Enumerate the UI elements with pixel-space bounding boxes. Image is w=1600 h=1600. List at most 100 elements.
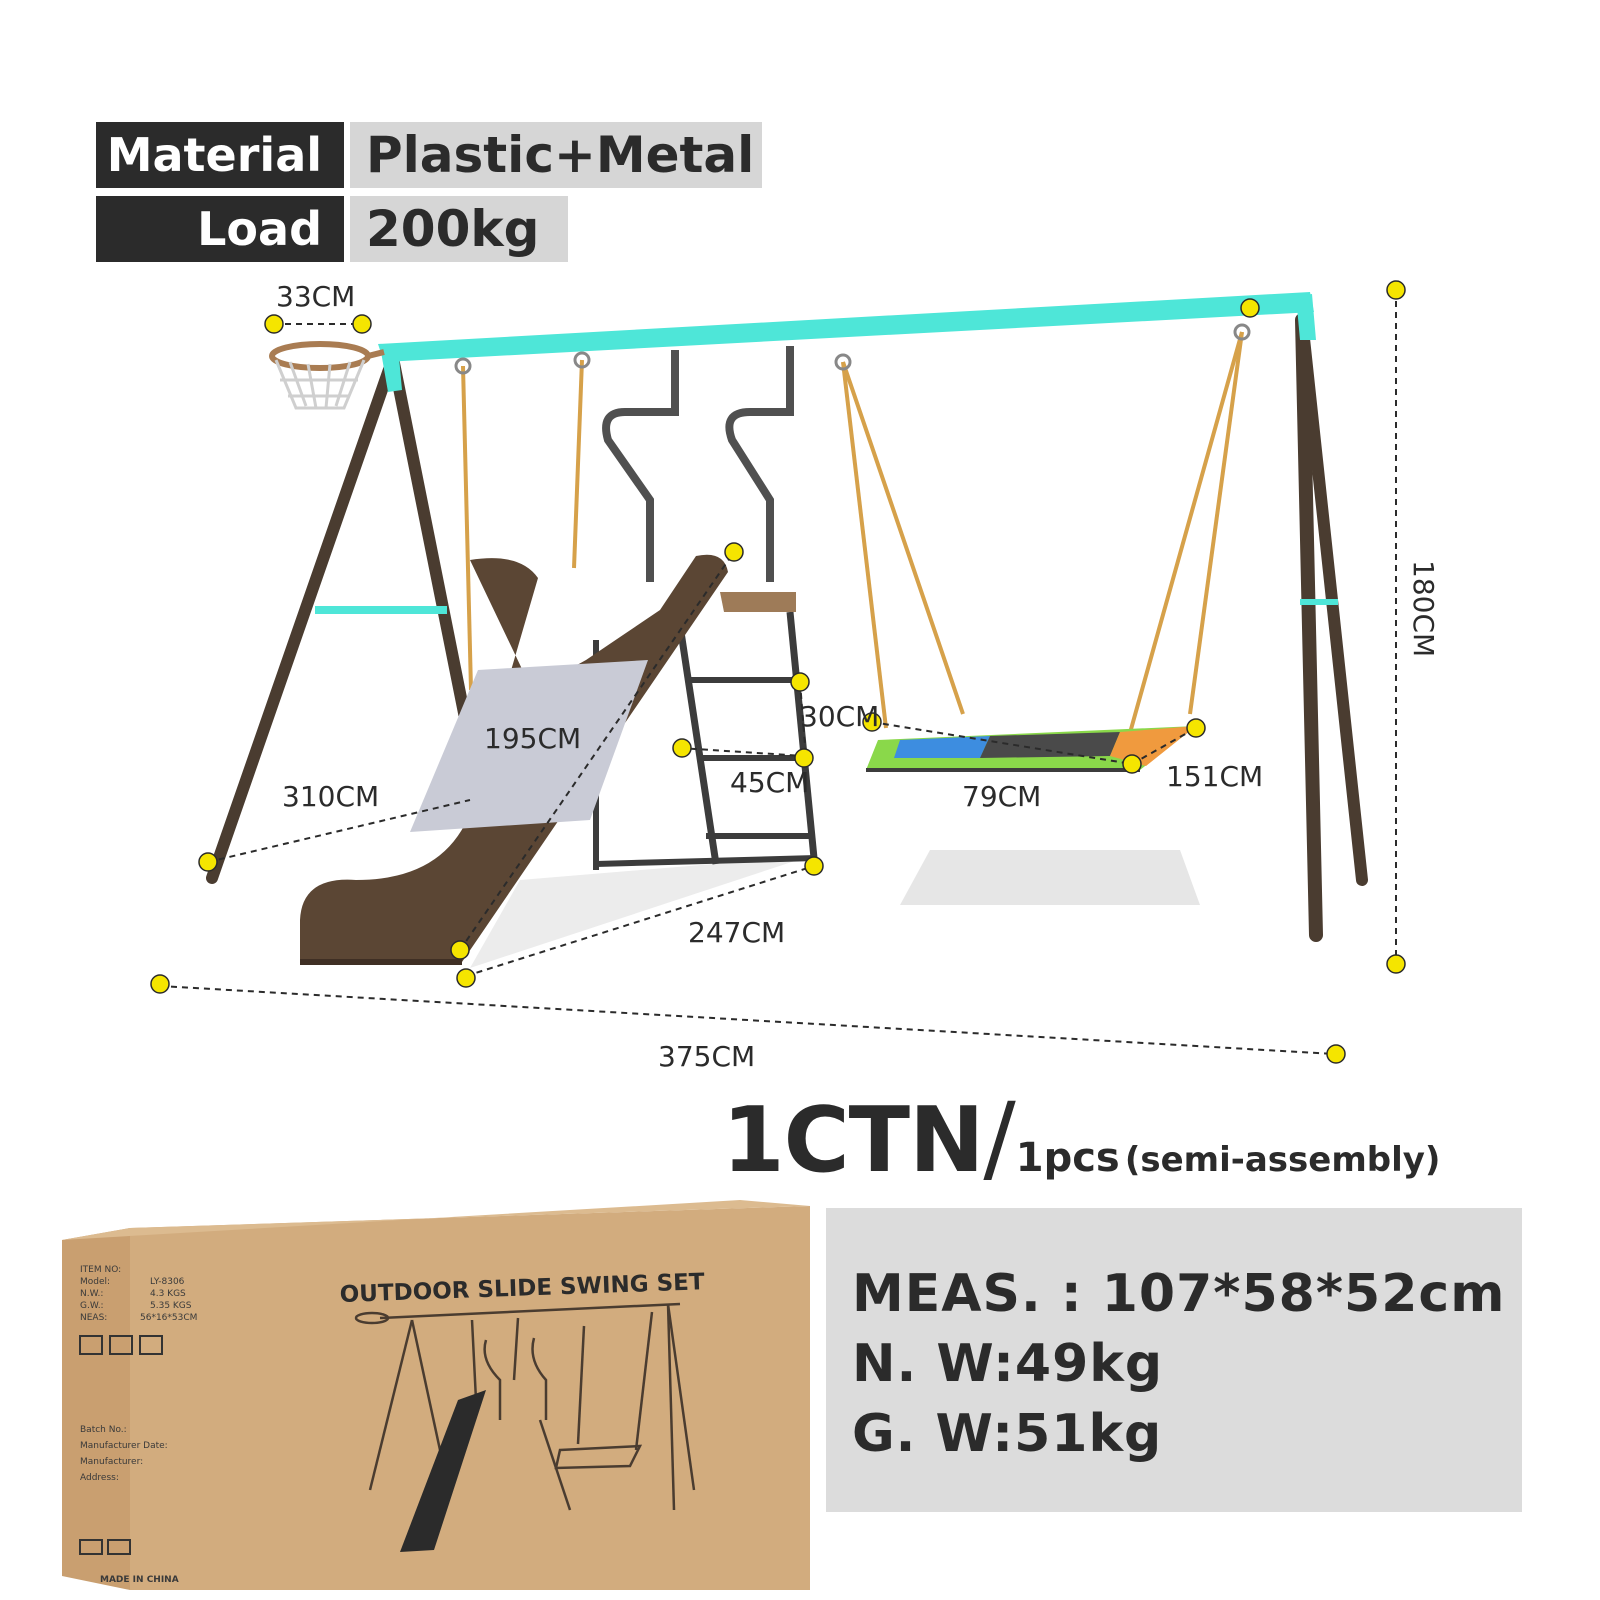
box-label-value: 56*16*53CM — [140, 1313, 197, 1323]
carton-slash: / — [983, 1082, 1016, 1194]
packing-meas: MEAS. : 107*58*52cm — [852, 1264, 1506, 1324]
load-label: Load — [96, 196, 344, 262]
swing-rope-right — [572, 359, 584, 569]
dim-height-label: 180CM — [1407, 560, 1440, 657]
slide-shadow — [470, 856, 810, 968]
packing-net-weight: N. W:49kg — [852, 1334, 1164, 1394]
dim-swing-length-label: 151CM — [1166, 760, 1263, 793]
marker — [672, 738, 692, 758]
box-label-line: Address: — [80, 1473, 119, 1483]
platform-rope-4 — [1188, 331, 1244, 715]
swing-set-diagram: 33CM 195CM 310CM 30CM 45CM 79CM 151CM 24… — [150, 280, 1440, 1073]
box-label-value: 5.35 KGS — [150, 1301, 192, 1311]
top-beam — [378, 292, 1314, 362]
dim-slide-base-line — [465, 865, 815, 977]
packing-panel — [826, 1208, 1522, 1512]
platform-hook-2 — [1233, 323, 1251, 341]
material-value: Plastic+Metal — [350, 122, 762, 188]
dim-slide-line — [459, 551, 735, 951]
box-fragile-icon — [139, 1335, 163, 1355]
dim-swing-length-line — [1131, 727, 1197, 765]
marker — [804, 856, 824, 876]
dimension-lines — [159, 290, 1397, 1055]
box-label-value: 4.3 KGS — [150, 1289, 186, 1299]
marker — [1386, 954, 1406, 974]
dim-hoop-label: 33CM — [276, 280, 355, 313]
dim-platform-line — [799, 681, 807, 759]
dim-depth-label: 310CM — [282, 780, 379, 813]
dim-slide-label: 195CM — [484, 722, 581, 755]
marker — [150, 974, 170, 994]
box-label-line: G.W.: — [80, 1301, 104, 1311]
left-leg-back — [387, 352, 471, 724]
box-ce-icon — [79, 1539, 103, 1555]
seat-blue — [894, 736, 990, 758]
marker — [198, 852, 218, 872]
packing-gross-weight: G. W:51kg — [852, 1404, 1163, 1464]
marker — [1326, 1044, 1346, 1064]
dim-swing-width-label: 79CM — [962, 780, 1041, 813]
dim-slide-base-label: 247CM — [688, 916, 785, 949]
load-value: 200kg — [350, 196, 568, 262]
dim-ladder-line — [679, 747, 805, 757]
dim-ladder-label: 45CM — [730, 766, 809, 799]
hoop-rim — [269, 341, 371, 371]
ladder-base — [595, 855, 817, 867]
carton-count: 1CTN — [722, 1088, 984, 1193]
marker — [1122, 754, 1142, 774]
box-ukca-icon — [107, 1539, 131, 1555]
box-label-line: ITEM NO: — [80, 1265, 121, 1275]
box-top-edge — [62, 1200, 810, 1240]
box-label-line: Manufacturer Date: — [80, 1441, 168, 1451]
box-label-line: Manufacturer: — [80, 1457, 143, 1467]
marker — [456, 968, 476, 988]
platform-hook-1 — [834, 353, 852, 371]
box-label-line: Batch No.: — [80, 1425, 127, 1435]
dim-platform-label: 30CM — [800, 700, 879, 733]
carton-note: (semi-assembly) — [1124, 1140, 1441, 1180]
hoop-arm — [367, 349, 385, 359]
box-label: ITEM NO: Model: N.W.: G.W.: NEAS: LY-830… — [80, 1265, 197, 1585]
carton-pieces: 1pcs — [1015, 1135, 1120, 1181]
dim-total-line — [159, 985, 1335, 1055]
box-label-line: MADE IN CHINA — [100, 1575, 179, 1585]
swing-shadow — [900, 850, 1200, 905]
dim-depth-line — [207, 799, 471, 863]
marker — [1386, 280, 1406, 300]
box-side — [62, 1228, 130, 1590]
dim-total-label: 375CM — [658, 1040, 755, 1073]
box-up-arrow-icon — [79, 1335, 103, 1355]
marker — [352, 314, 372, 334]
platform-rope-1 — [841, 361, 888, 729]
marker — [1186, 718, 1206, 738]
swing-hook-2 — [573, 351, 591, 369]
marker — [264, 314, 284, 334]
seat-dark — [980, 732, 1120, 758]
marker — [862, 712, 882, 732]
material-label: Material — [96, 122, 344, 188]
dimension-markers — [150, 280, 1406, 1064]
right-joint — [1296, 294, 1316, 340]
marker — [790, 672, 810, 692]
right-leg-front — [1295, 313, 1323, 942]
slide-stripe — [410, 660, 648, 832]
box-umbrella-icon — [109, 1335, 133, 1355]
marker — [1240, 298, 1260, 318]
handle-right — [725, 346, 794, 582]
box-label-line: NEAS: — [80, 1313, 107, 1323]
box-label-line: N.W.: — [80, 1289, 103, 1299]
marker — [450, 940, 470, 960]
left-leg-front — [206, 352, 399, 884]
box-symbols — [79, 1335, 163, 1555]
swing-rope-left — [461, 365, 473, 691]
platform-rope-3 — [1126, 331, 1244, 741]
carton-info: 1CTN/1pcs (semi-assembly) — [722, 1082, 1440, 1194]
ladder-rail-left — [674, 611, 720, 865]
swing-hook-1 — [454, 357, 472, 375]
box-product-drawing — [354, 1302, 696, 1552]
marker — [724, 542, 744, 562]
ladder-rail-right — [786, 611, 818, 859]
box-label-line: Model: — [80, 1277, 110, 1287]
platform — [720, 592, 796, 612]
